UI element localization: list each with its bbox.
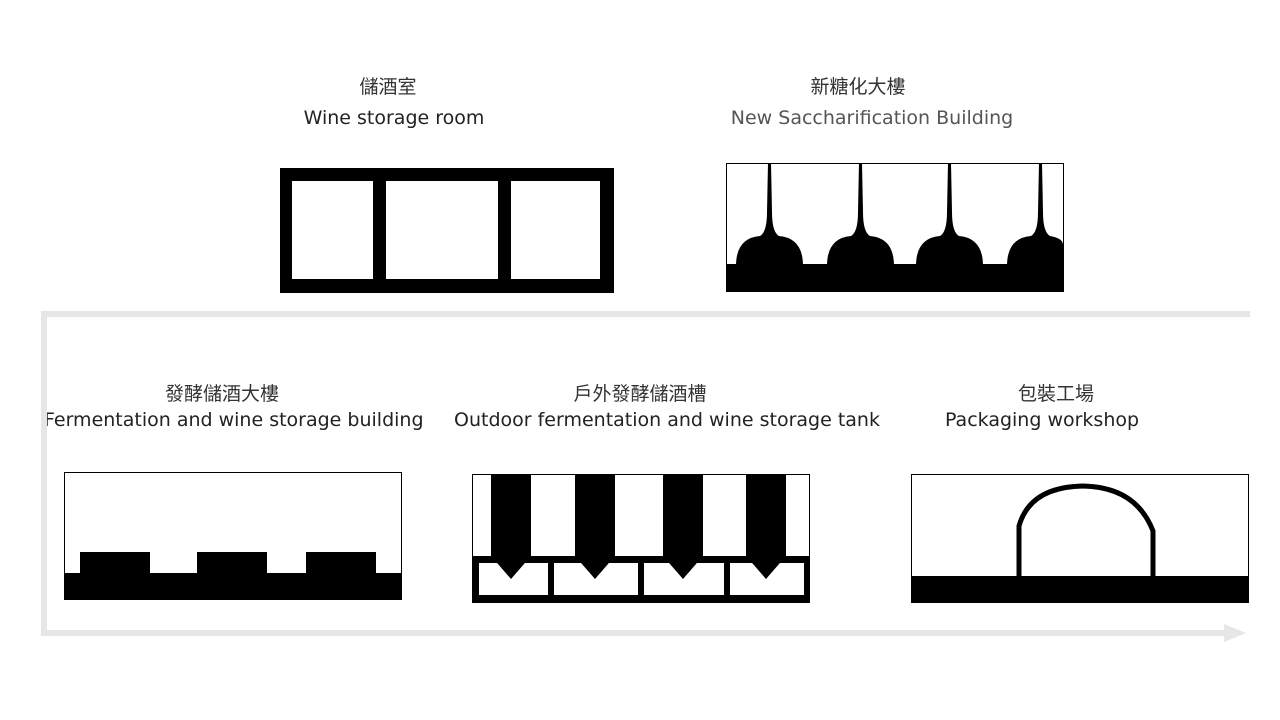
flow-arrow: [41, 311, 1250, 642]
outdoor-tank-en-label: Outdoor fermentation and wine storage ta…: [454, 409, 880, 431]
fermentation-storage-icon: [64, 472, 402, 600]
new-saccharification-icon: [726, 163, 1064, 292]
wine-storage-room-icon: [280, 168, 614, 293]
flow-line: [41, 311, 1250, 636]
fermentation-storage-zh-label: 發酵儲酒大樓: [164, 383, 279, 405]
flow-arrowhead-icon: [1224, 624, 1246, 642]
wine-storage-room-zh-label: 儲酒室: [359, 76, 417, 98]
packaging-en-label: Packaging workshop: [944, 409, 1140, 431]
new-saccharification-en-label: New Saccharification Building: [730, 107, 1014, 129]
new-saccharification-zh-label: 新糖化大樓: [810, 76, 906, 98]
packaging-zh-label: 包裝工場: [1017, 383, 1094, 405]
fermentation-storage-en-label: Fermentation and wine storage building: [44, 409, 424, 431]
packaging-icon: [911, 474, 1249, 603]
outdoor-tank-icon: [472, 474, 810, 603]
outdoor-tank-zh-label: 戶外發酵儲酒槽: [573, 383, 707, 405]
wine-storage-room-en-label: Wine storage room: [303, 107, 485, 129]
